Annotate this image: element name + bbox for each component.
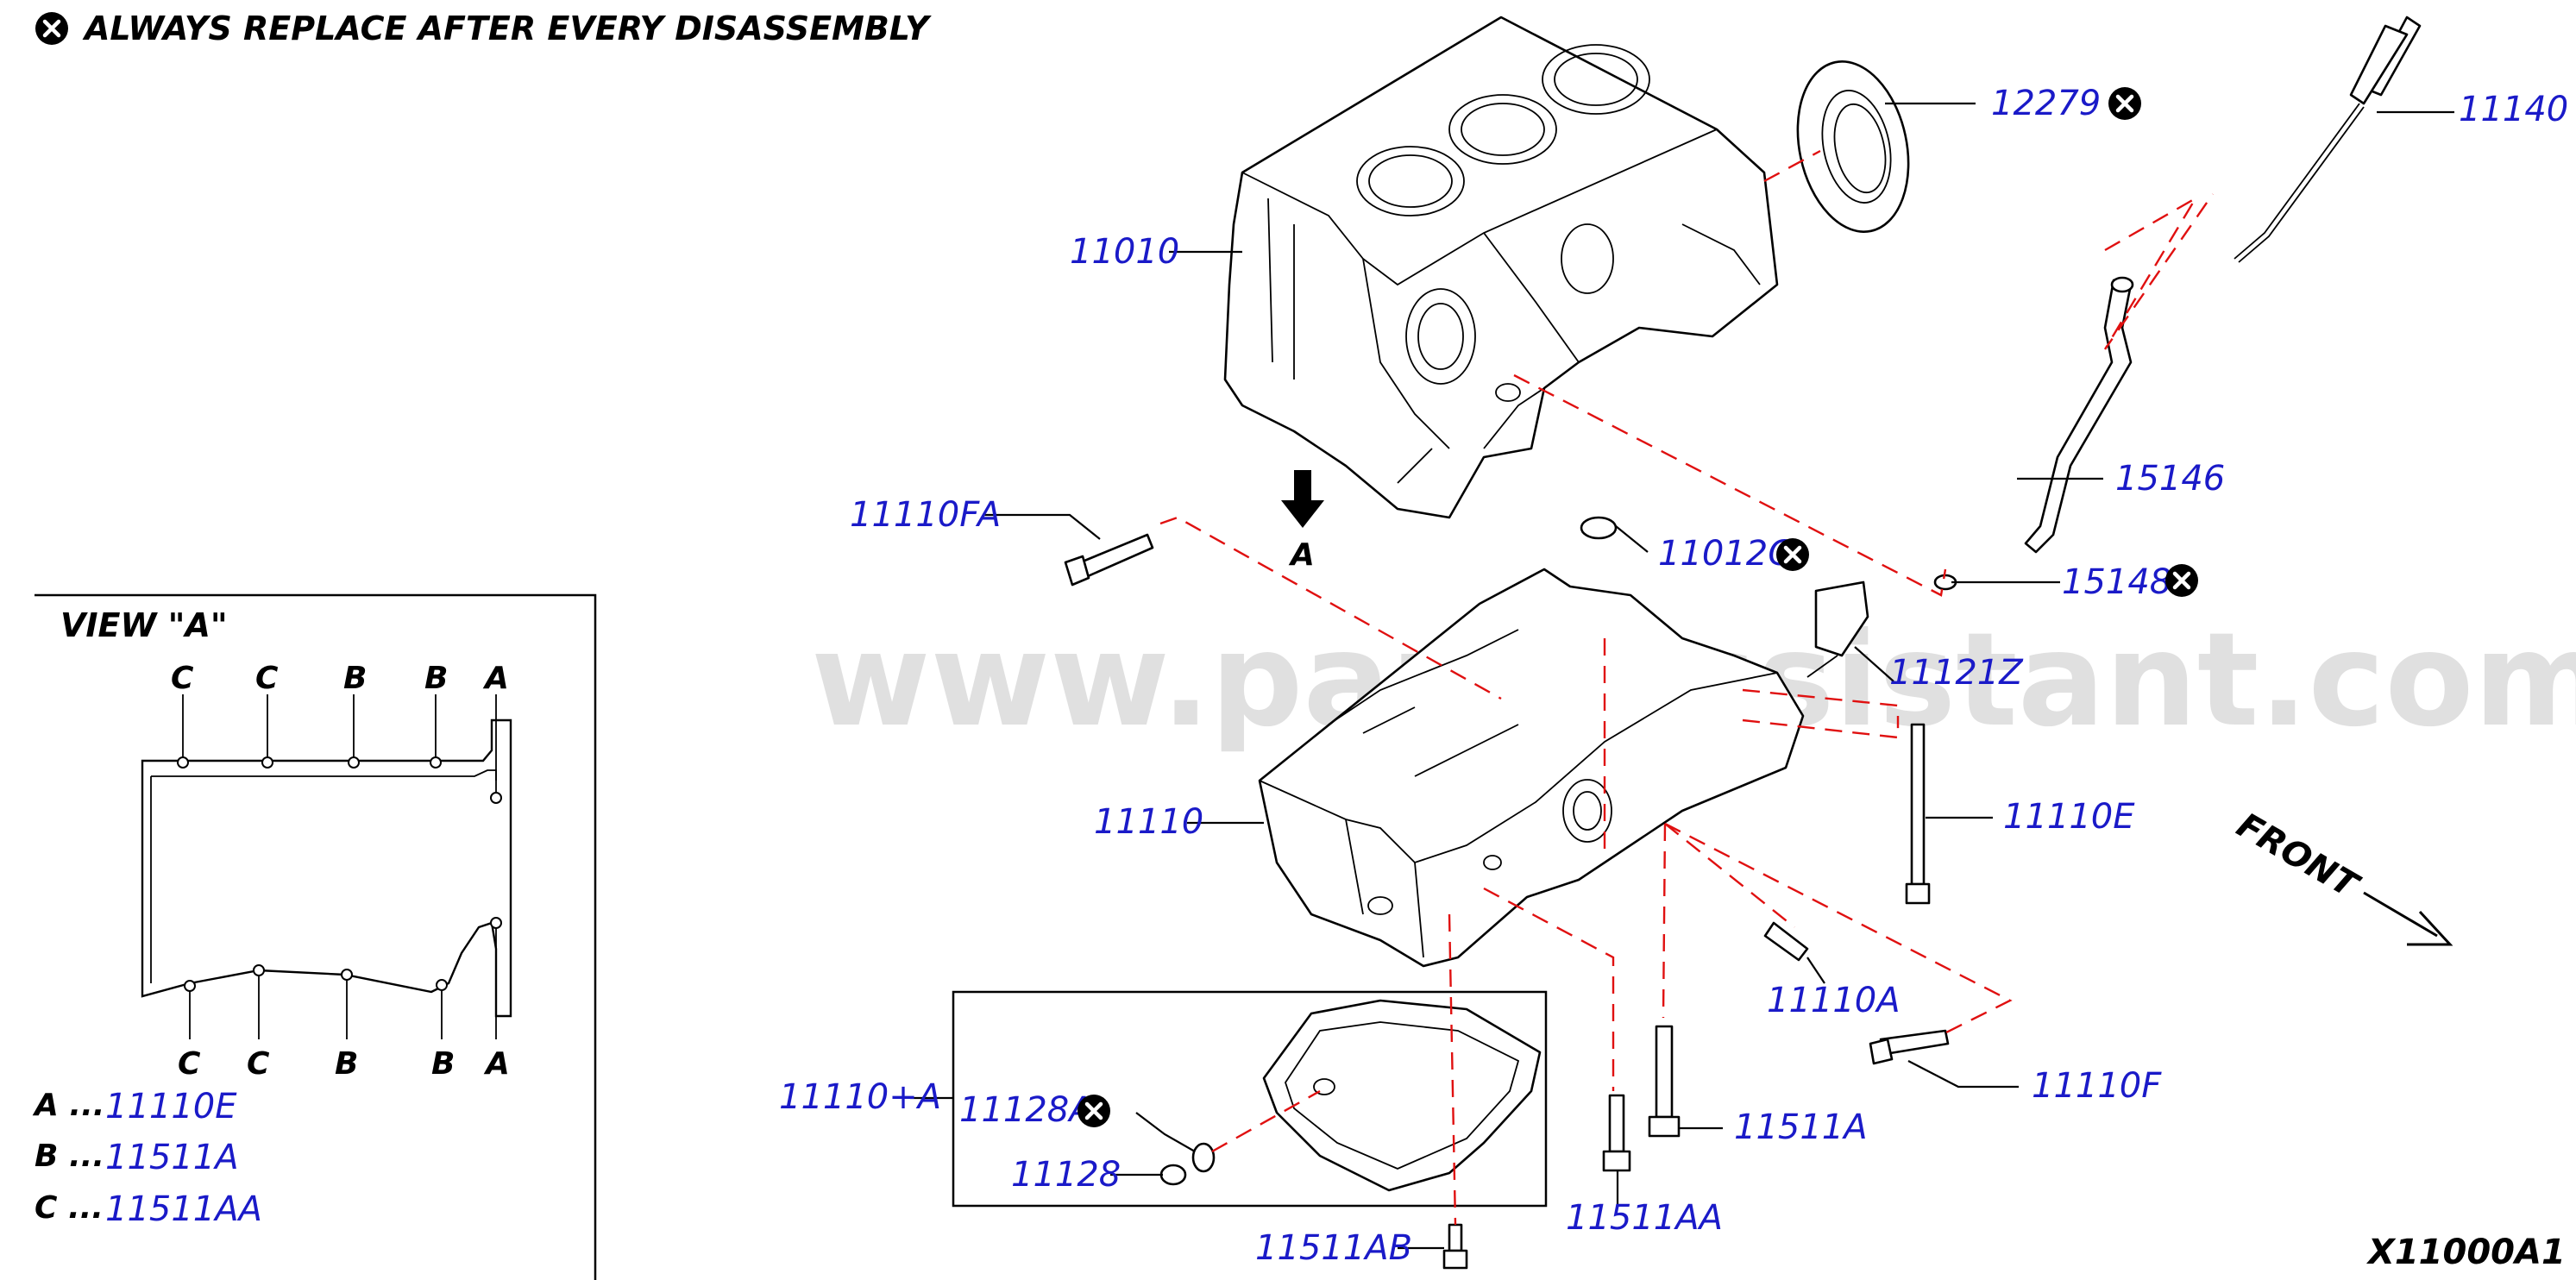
callout-12279: 12279	[1991, 84, 2101, 123]
callout-11110f: 11110F	[2032, 1066, 2162, 1106]
view-a-panel: VIEW "A" C C B B A C C B B A A ... 11110…	[32, 593, 597, 1280]
view-a-frame	[35, 593, 597, 1280]
drain-washer-drawing	[1191, 1142, 1216, 1173]
arrow-a-label: A	[1288, 537, 1315, 573]
lower-block-drawing	[1258, 568, 1805, 968]
callout-11110: 11110	[1094, 802, 1203, 842]
callout-11128a: 11128A	[959, 1090, 1093, 1130]
dipstick-guide-drawing	[2024, 276, 2134, 554]
callout-11110a: 11110A	[1767, 981, 1901, 1020]
bracket-11121z-drawing	[1806, 580, 1869, 678]
callout-11010: 11010	[1070, 232, 1179, 272]
cap-11012g-drawing	[1580, 516, 1618, 540]
view-a-top-letter: B	[424, 661, 448, 696]
callout-15146: 15146	[2115, 459, 2225, 499]
legend-part: 11511AA	[105, 1189, 262, 1229]
view-a-top-letter: C	[171, 661, 194, 696]
assembly-lines	[1159, 149, 2214, 1226]
replace-notice: ALWAYS REPLACE AFTER EVERY DISASSEMBLY	[35, 9, 932, 47]
callout-11012g: 11012G	[1658, 534, 1794, 574]
callout-11128: 11128	[1011, 1155, 1121, 1195]
diagram-code: X11000A1	[2366, 1233, 2566, 1272]
replace-notice-text: ALWAYS REPLACE AFTER EVERY DISASSEMBLY	[82, 9, 932, 47]
legend-key: B ...	[35, 1139, 104, 1174]
legend-key: C ...	[35, 1190, 104, 1226]
callout-11511aa: 11511AA	[1566, 1198, 1723, 1238]
view-a-bottom-letter: A	[483, 1046, 510, 1082]
bolt-11110f-drawing	[1869, 1029, 1950, 1065]
rear-oil-seal-drawing	[1796, 60, 1910, 233]
legend-part: 11511A	[105, 1138, 239, 1177]
cylinder-block-drawing	[1223, 16, 1779, 519]
circled-x-icon	[2108, 87, 2141, 120]
callout-11511a: 11511A	[1734, 1107, 1868, 1147]
view-a-bottom-letter: B	[431, 1046, 455, 1082]
circled-x-icon	[35, 12, 68, 45]
bolt-11511aa-drawing	[1602, 1094, 1631, 1172]
view-a-arrow: A	[1281, 470, 1324, 573]
circled-x-icon	[1078, 1095, 1110, 1127]
callout-15148: 15148	[2062, 562, 2171, 602]
circled-x-icon	[2165, 564, 2198, 597]
front-arrow-icon	[2363, 891, 2453, 946]
front-label: FRONT	[2230, 806, 2366, 907]
view-a-top-letter: C	[255, 661, 279, 696]
legend-part: 11110E	[105, 1087, 237, 1126]
bolt-11110a-drawing	[1763, 921, 1809, 962]
view-a-bottom-letter: C	[247, 1046, 270, 1082]
legend-key: A ...	[32, 1088, 104, 1123]
view-a-top-letter: A	[482, 661, 509, 696]
callout-11110-plus-a: 11110+A	[779, 1077, 941, 1117]
view-a-bottom-letter: B	[335, 1046, 358, 1082]
oil-pan-drawing	[1262, 999, 1542, 1192]
callout-11110fa: 11110FA	[850, 495, 1001, 535]
callout-11110e: 11110E	[2003, 797, 2135, 837]
dipstick-drawing	[2234, 16, 2422, 263]
drain-plug-drawing	[1159, 1164, 1187, 1186]
leader-lines	[910, 102, 2454, 1250]
bolt-11110e-drawing	[1905, 723, 1931, 905]
view-a-top-letter: B	[343, 661, 367, 696]
view-a-bottom-letter: C	[178, 1046, 201, 1082]
bolt-11511a-drawing	[1648, 1025, 1681, 1138]
callout-labels: 12279 11140 11010 15146 11110FA 11012G 1…	[779, 84, 2568, 1268]
callout-11121z: 11121Z	[1889, 653, 2024, 693]
front-indicator: FRONT	[2230, 806, 2453, 946]
view-a-title: VIEW "A"	[60, 606, 228, 644]
callout-11511ab: 11511AB	[1255, 1228, 1412, 1268]
circled-x-icon	[1776, 538, 1809, 571]
bolt-11511ab-drawing	[1442, 1223, 1468, 1270]
callout-11140: 11140	[2459, 90, 2568, 129]
bolt-11110fa-drawing	[1064, 533, 1154, 587]
